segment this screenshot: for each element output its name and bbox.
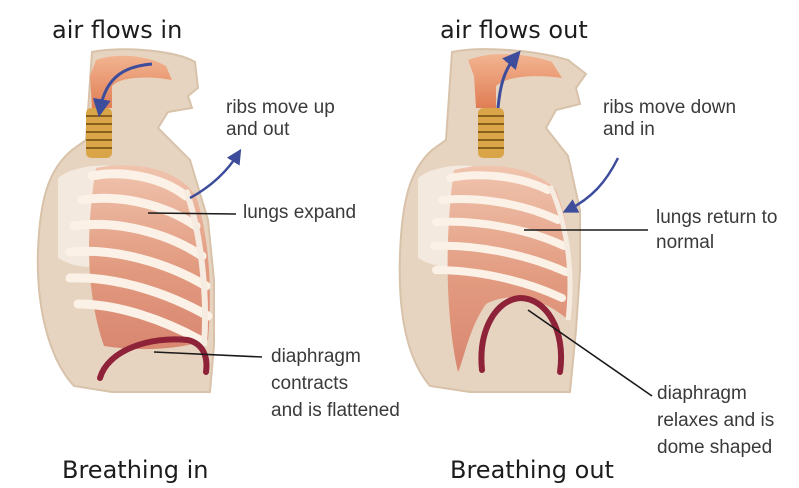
inhale-ribs-label: ribs move up and out <box>226 97 335 141</box>
inhale-lungs-leader <box>148 213 236 214</box>
inhale-diaphragm-line-2: contracts <box>271 370 400 397</box>
inhale-trachea <box>86 108 112 158</box>
inhale-ribs-line-2: and out <box>226 119 335 141</box>
exhale-diaphragm-label: diaphragm relaxes and is dome shaped <box>657 380 774 461</box>
inhale-lungs-label: lungs expand <box>243 202 356 224</box>
exhale-trachea <box>478 108 504 158</box>
exhale-lungs-line-2: normal <box>656 230 777 255</box>
inhale-air-label: air flows in <box>52 16 182 44</box>
inhale-caption: Breathing in <box>62 456 209 484</box>
exhale-diaphragm-line-1: diaphragm <box>657 380 774 407</box>
exhale-ribs-label: ribs move down and in <box>603 97 736 141</box>
exhale-caption: Breathing out <box>450 456 614 484</box>
exhale-diaphragm-line-2: relaxes and is <box>657 407 774 434</box>
exhale-air-label: air flows out <box>440 16 588 44</box>
exhale-ribs-line-1: ribs move down <box>603 97 736 119</box>
exhale-lungs-label: lungs return to normal <box>656 205 777 255</box>
exhale-ribs-line-2: and in <box>603 119 736 141</box>
inhale-diaphragm-label: diaphragm contracts and is flattened <box>271 343 400 424</box>
inhale-diaphragm-line-3: and is flattened <box>271 397 400 424</box>
inhale-diaphragm-line-1: diaphragm <box>271 343 400 370</box>
exhale-diaphragm-line-3: dome shaped <box>657 434 774 461</box>
inhale-ribs-line-1: ribs move up <box>226 97 335 119</box>
exhale-lungs-line-1: lungs return to <box>656 205 777 230</box>
